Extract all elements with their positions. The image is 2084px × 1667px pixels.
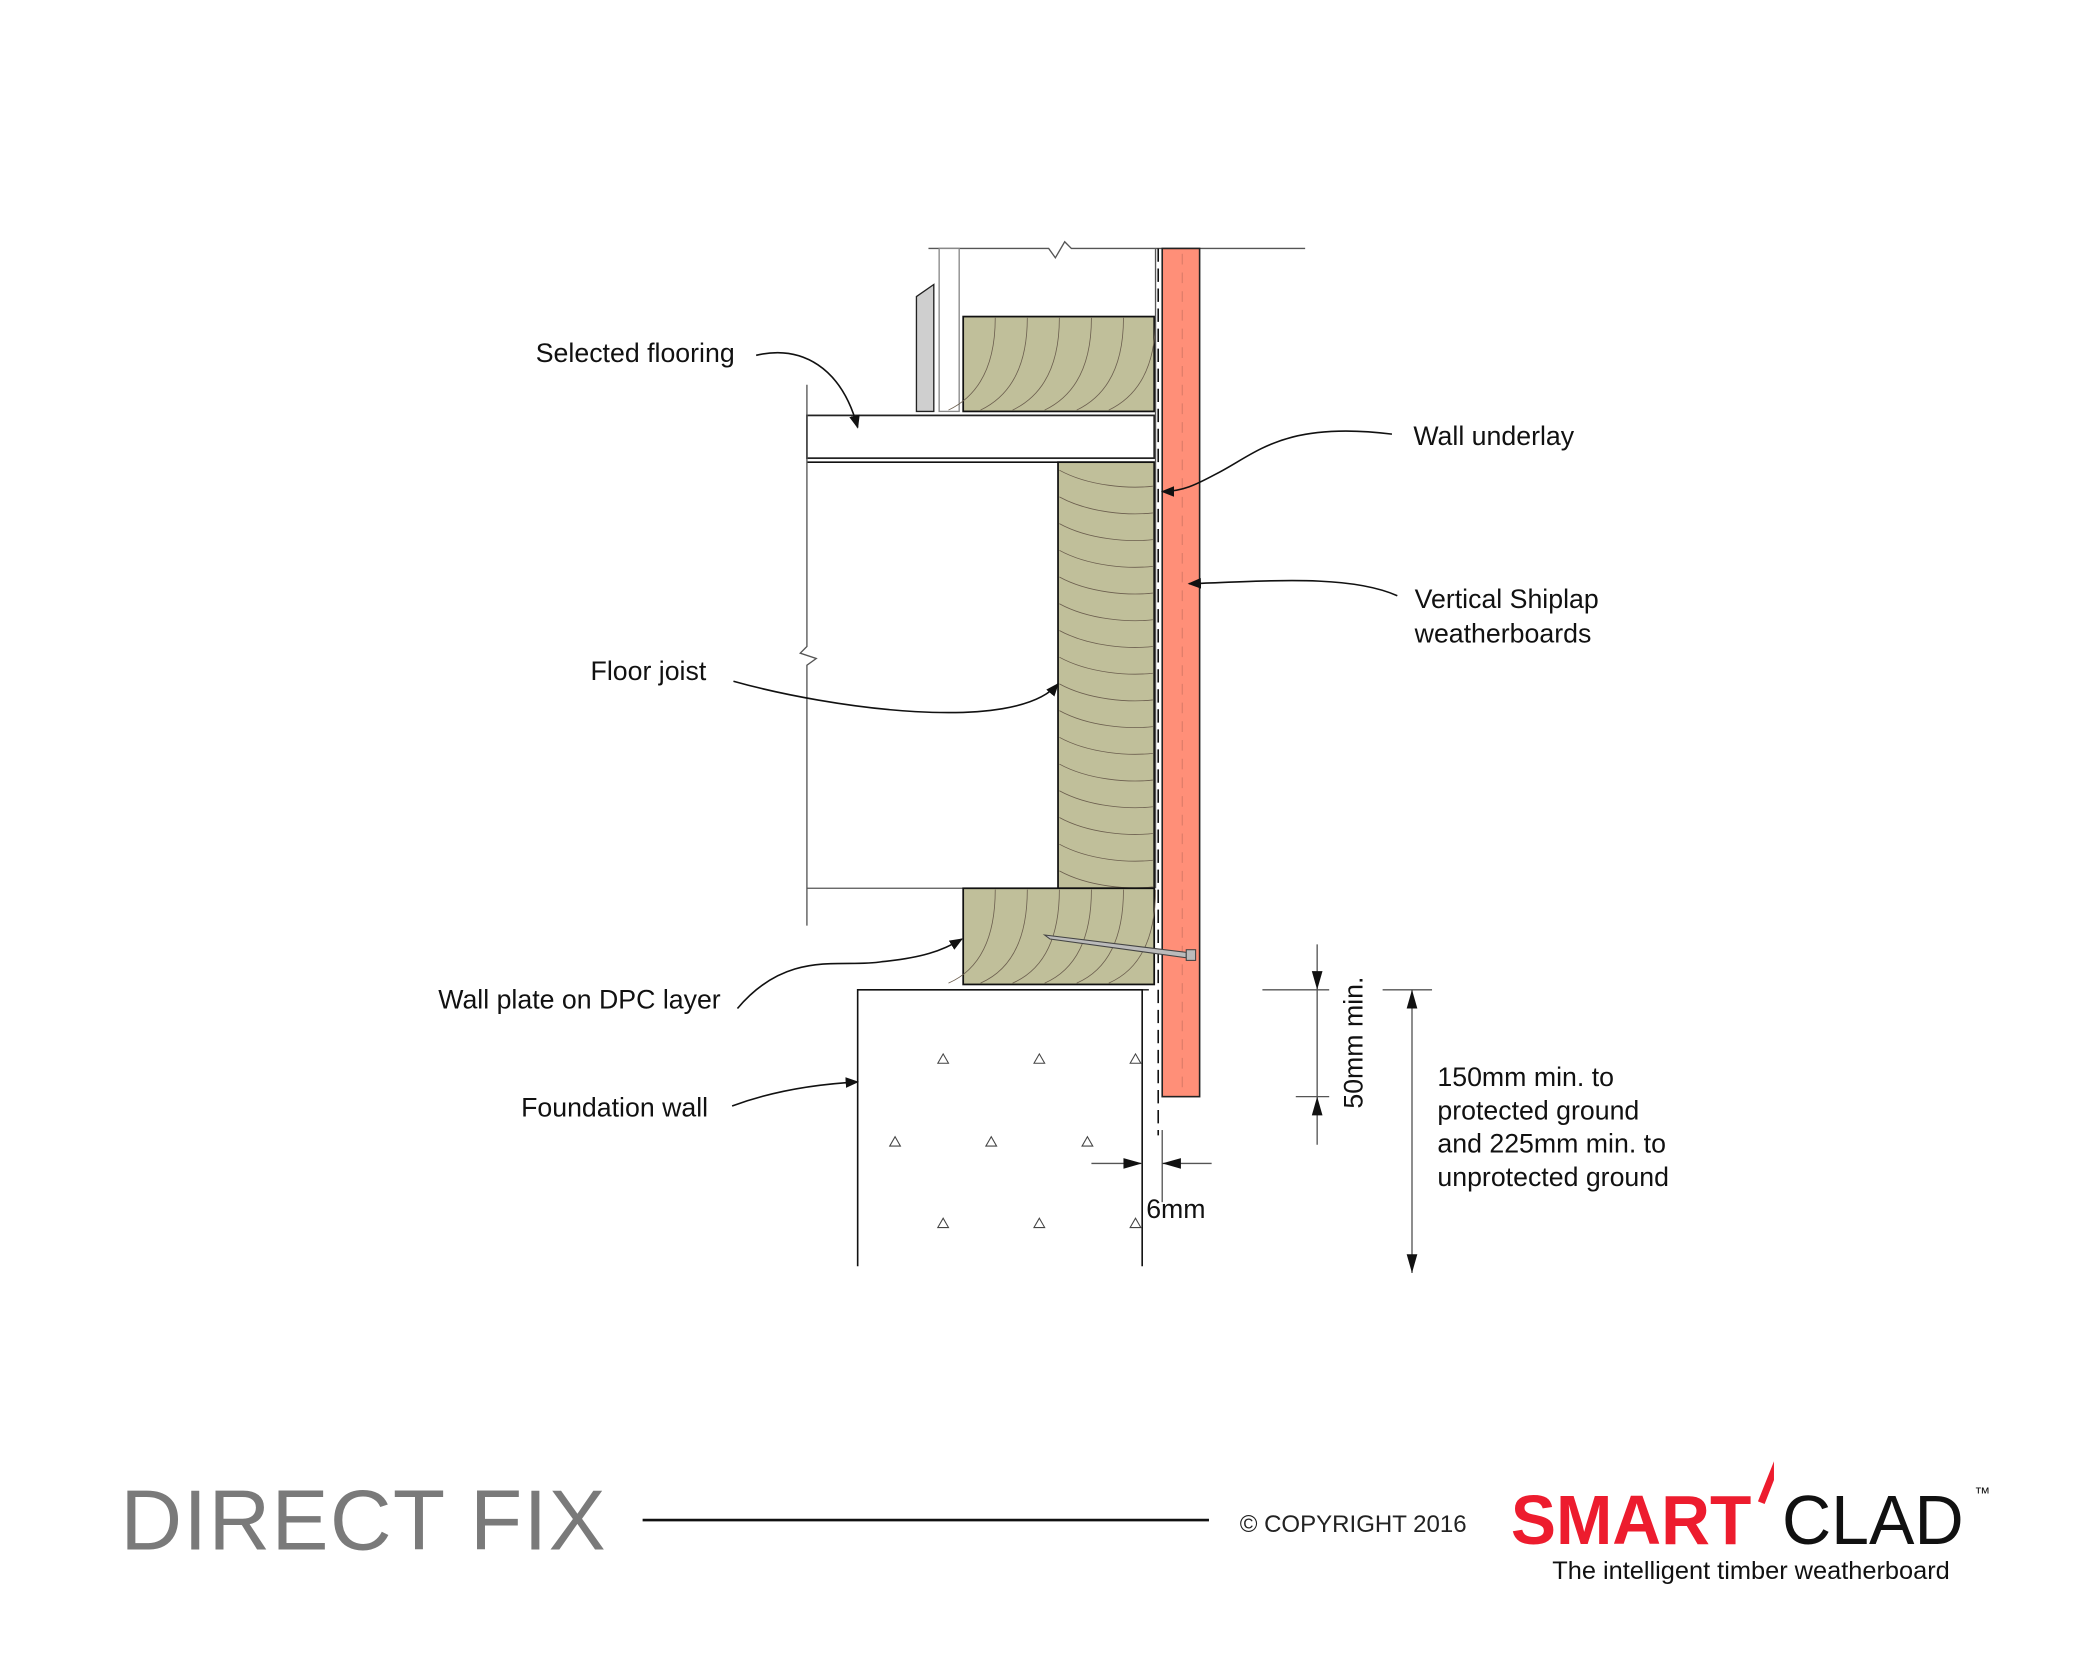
leader-foundation-wall [731, 1077, 860, 1107]
aggregate-triangle [1033, 1052, 1046, 1064]
aggregate-triangle [1129, 1052, 1142, 1064]
timber-grain [1059, 469, 1153, 889]
grain-line [1059, 817, 1153, 835]
label-floor-joist: Floor joist [591, 656, 707, 686]
logo-smart: SMART [1511, 1481, 1751, 1559]
grain-line [1076, 317, 1124, 411]
grain-line [1059, 736, 1153, 755]
leader-floor-joist [733, 680, 1059, 714]
dimension-50mm [1262, 944, 1330, 1145]
logo-clad: CLAD [1782, 1481, 1964, 1559]
floor-joist-timber [1057, 461, 1156, 890]
drawing-title: DIRECT FIX [120, 1473, 607, 1568]
grain-line [1059, 496, 1153, 515]
smartclad-logo: SMART CLAD ™ [1511, 1461, 1990, 1559]
label-wall-plate: Wall plate on DPC layer [438, 984, 721, 1014]
foundation-concrete [857, 989, 1143, 1267]
grain-line [980, 889, 1028, 984]
concrete-aggregate [888, 1052, 1142, 1229]
shiplap-cladding [1161, 247, 1201, 1098]
grain-line [948, 889, 996, 984]
label-vertical-shiplap-2: weatherboards [1414, 618, 1592, 648]
grain-line [1059, 790, 1153, 809]
logo-tagline: The intelligent timber weatherboard [1552, 1557, 1950, 1585]
aggregate-triangle [984, 1135, 998, 1147]
grain-line [1059, 576, 1153, 595]
nail-icon [1042, 934, 1197, 961]
skirting-board [915, 283, 935, 413]
grain-line [1059, 469, 1153, 488]
logo-trademark: ™ [1974, 1485, 1990, 1503]
aggregate-triangle [1129, 1217, 1142, 1229]
dimension-150mm [1382, 989, 1433, 1273]
grain-line [1059, 656, 1153, 675]
grain-line [1012, 317, 1060, 411]
grain-line [1059, 603, 1153, 622]
leader-wall-plate [736, 938, 964, 1009]
wall-lining [938, 247, 960, 413]
grain-line [1012, 889, 1060, 984]
leader-wall-underlay [1160, 430, 1393, 497]
foundation-outline [856, 988, 1143, 1267]
label-150mm-1: 150mm min. to [1437, 1062, 1614, 1092]
label-selected-flooring: Selected flooring [536, 338, 735, 368]
label-150mm-4: unprotected ground [1437, 1162, 1669, 1192]
copyright: © COPYRIGHT 2016 [1240, 1511, 1467, 1538]
grain-line [1059, 630, 1153, 648]
leader-vertical-shiplap [1187, 577, 1398, 597]
grain-line [1059, 763, 1153, 782]
leader-selected-flooring [755, 351, 860, 429]
grain-line [1044, 317, 1092, 411]
left-break-line [798, 384, 818, 926]
label-6mm: 6mm [1146, 1194, 1205, 1224]
aggregate-triangle [1081, 1135, 1094, 1147]
grain-line [1059, 710, 1153, 728]
grain-line [1059, 549, 1153, 568]
grain-line [1044, 889, 1092, 984]
aggregate-triangle [888, 1135, 902, 1147]
grain-line [980, 317, 1028, 411]
aggregate-triangle [936, 1217, 950, 1229]
dimension-6mm [1091, 1130, 1212, 1203]
grain-line [1059, 683, 1153, 702]
timber-grain [948, 317, 1156, 411]
grain-line [1059, 523, 1153, 541]
label-vertical-shiplap-1: Vertical Shiplap [1415, 584, 1599, 614]
grain-line [948, 317, 996, 411]
logo-tick-icon [1757, 1461, 1774, 1505]
top-break-line [928, 240, 1306, 260]
label-150mm-3: and 225mm min. to [1437, 1129, 1666, 1159]
aggregate-triangle [1033, 1217, 1046, 1229]
aggregate-triangle [936, 1052, 950, 1064]
label-150mm-2: protected ground [1437, 1095, 1639, 1125]
label-wall-underlay: Wall underlay [1413, 421, 1574, 451]
flooring-sheet [806, 414, 1156, 460]
label-foundation-wall: Foundation wall [521, 1093, 708, 1123]
label-50mm: 50mm min. [1339, 977, 1369, 1109]
grain-line [1059, 843, 1153, 862]
